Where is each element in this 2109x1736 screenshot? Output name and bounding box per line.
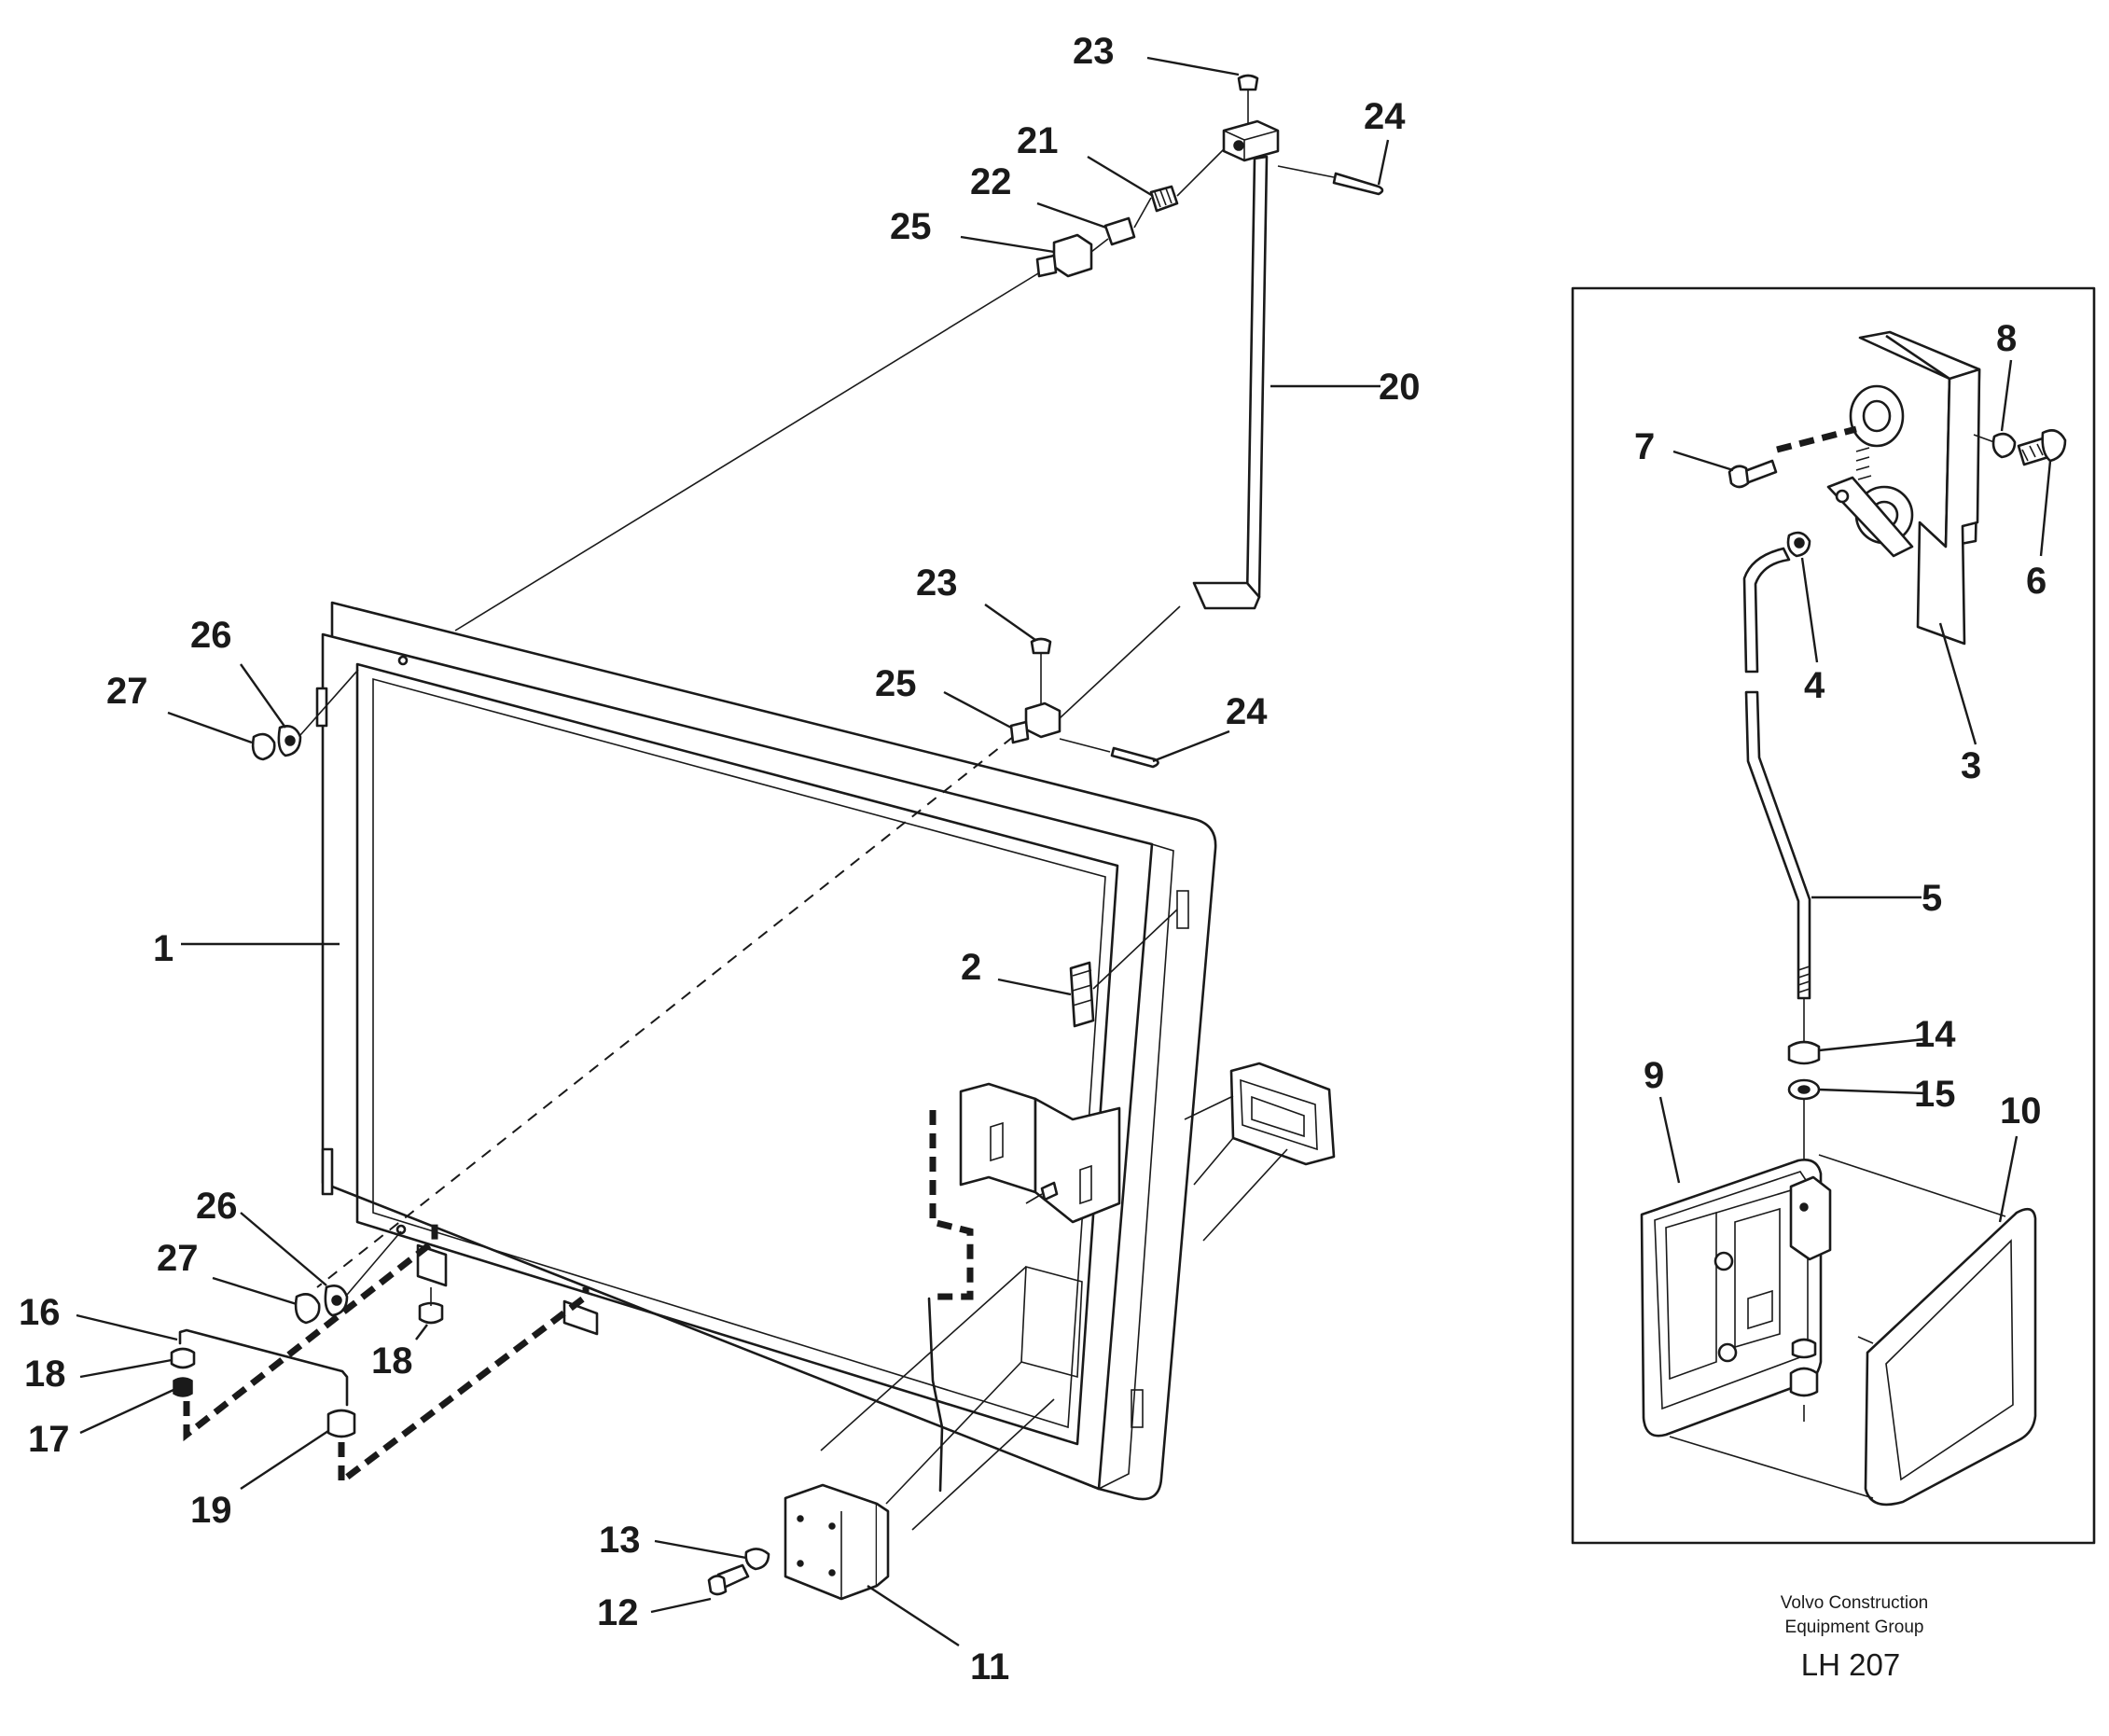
footer: Volvo Construction Equipment Group LH 20… xyxy=(1781,1593,1928,1682)
callout-21: 21 xyxy=(1017,120,1059,161)
callout-27-top: 27 xyxy=(106,671,148,712)
callout-2: 2 xyxy=(961,947,981,988)
callout-26-top: 26 xyxy=(190,615,232,656)
callout-11: 11 xyxy=(970,1646,1009,1687)
callout-8: 8 xyxy=(1996,318,2017,359)
callout-1: 1 xyxy=(153,928,173,969)
frame-brackets xyxy=(707,909,1336,1601)
callout-18-left: 18 xyxy=(24,1354,66,1395)
callout-13: 13 xyxy=(599,1520,641,1561)
callout-5: 5 xyxy=(1922,878,1942,919)
callout-12: 12 xyxy=(597,1592,639,1633)
callout-6: 6 xyxy=(2026,561,2047,602)
window-frame xyxy=(315,601,1217,1501)
callout-9: 9 xyxy=(1644,1055,1664,1096)
callout-22: 22 xyxy=(970,161,1012,202)
callout-10: 10 xyxy=(2000,1090,2042,1132)
callout-24-top: 24 xyxy=(1364,96,1406,137)
callout-7: 7 xyxy=(1634,426,1655,467)
callout-14: 14 xyxy=(1914,1014,1956,1055)
callout-15: 15 xyxy=(1914,1074,1956,1115)
callout-labels: 23 24 21 22 25 20 23 25 24 26 27 1 2 26 … xyxy=(19,31,2047,1687)
callout-18-frame: 18 xyxy=(371,1340,413,1382)
callout-24-mid: 24 xyxy=(1226,691,1268,732)
left-hardware xyxy=(251,669,444,1325)
callout-4: 4 xyxy=(1804,665,1825,706)
top-rod-assembly xyxy=(454,74,1384,632)
footer-drawing-code: LH 207 xyxy=(1801,1647,1900,1682)
callout-23-mid: 23 xyxy=(916,562,958,604)
callout-23-top: 23 xyxy=(1073,31,1115,72)
callout-25-top: 25 xyxy=(890,206,932,247)
callout-26-bottom: 26 xyxy=(196,1186,238,1227)
callout-19: 19 xyxy=(190,1490,232,1531)
footer-company-line1: Volvo Construction xyxy=(1781,1593,1928,1613)
callout-27-bottom: 27 xyxy=(157,1238,199,1279)
leader-lines xyxy=(76,56,2052,1647)
callout-3: 3 xyxy=(1961,745,1981,786)
handle-bar xyxy=(170,1222,590,1489)
footer-company-line2: Equipment Group xyxy=(1785,1618,1924,1637)
callout-25-mid: 25 xyxy=(875,663,917,704)
callout-17: 17 xyxy=(28,1419,70,1460)
callout-20: 20 xyxy=(1379,367,1421,408)
callout-16: 16 xyxy=(19,1292,61,1333)
inset-detail xyxy=(1571,286,2096,1545)
